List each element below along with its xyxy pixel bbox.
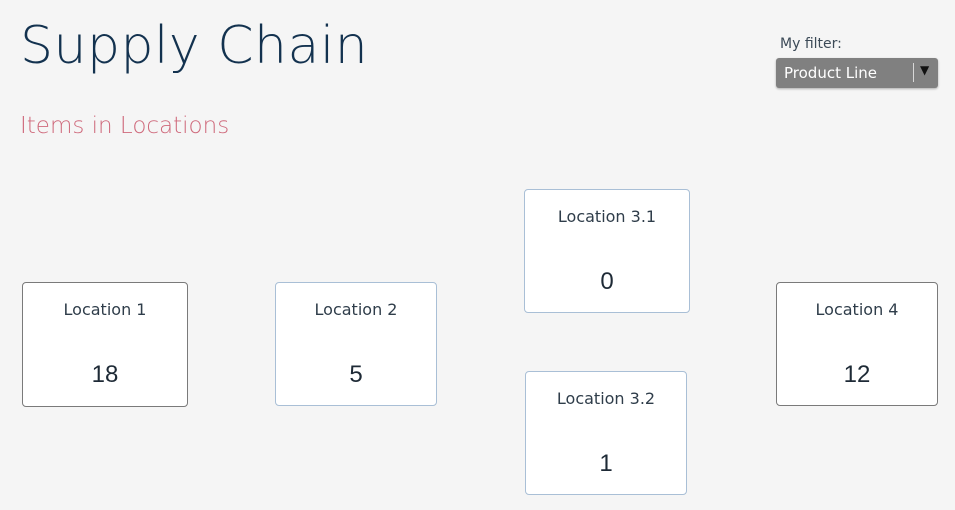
location-count: 1	[599, 450, 613, 477]
location-count: 0	[600, 268, 614, 295]
filter-dropdown[interactable]: Product Line ▼	[776, 58, 938, 88]
filter-label: My filter:	[780, 36, 842, 52]
location-card-3-1[interactable]: Location 3.1 0	[524, 189, 690, 313]
filter-selected-value: Product Line	[784, 64, 877, 82]
page-title: Supply Chain	[20, 16, 369, 76]
dropdown-divider	[913, 63, 914, 82]
location-name: Location 4	[815, 300, 899, 319]
location-count: 18	[91, 361, 119, 388]
location-card-3-2[interactable]: Location 3.2 1	[525, 371, 687, 495]
location-count: 12	[843, 361, 871, 388]
location-name: Location 3.2	[556, 389, 656, 408]
location-name: Location 1	[63, 300, 147, 319]
dropdown-arrow-icon[interactable]: ▼	[920, 63, 930, 77]
location-card-4[interactable]: Location 4 12	[776, 282, 938, 406]
location-card-1[interactable]: Location 1 18	[22, 282, 188, 407]
location-card-2[interactable]: Location 2 5	[275, 282, 437, 406]
location-name: Location 2	[314, 300, 398, 319]
location-name: Location 3.1	[557, 207, 657, 226]
page-subtitle: Items in Locations	[20, 113, 230, 139]
location-count: 5	[349, 361, 363, 388]
